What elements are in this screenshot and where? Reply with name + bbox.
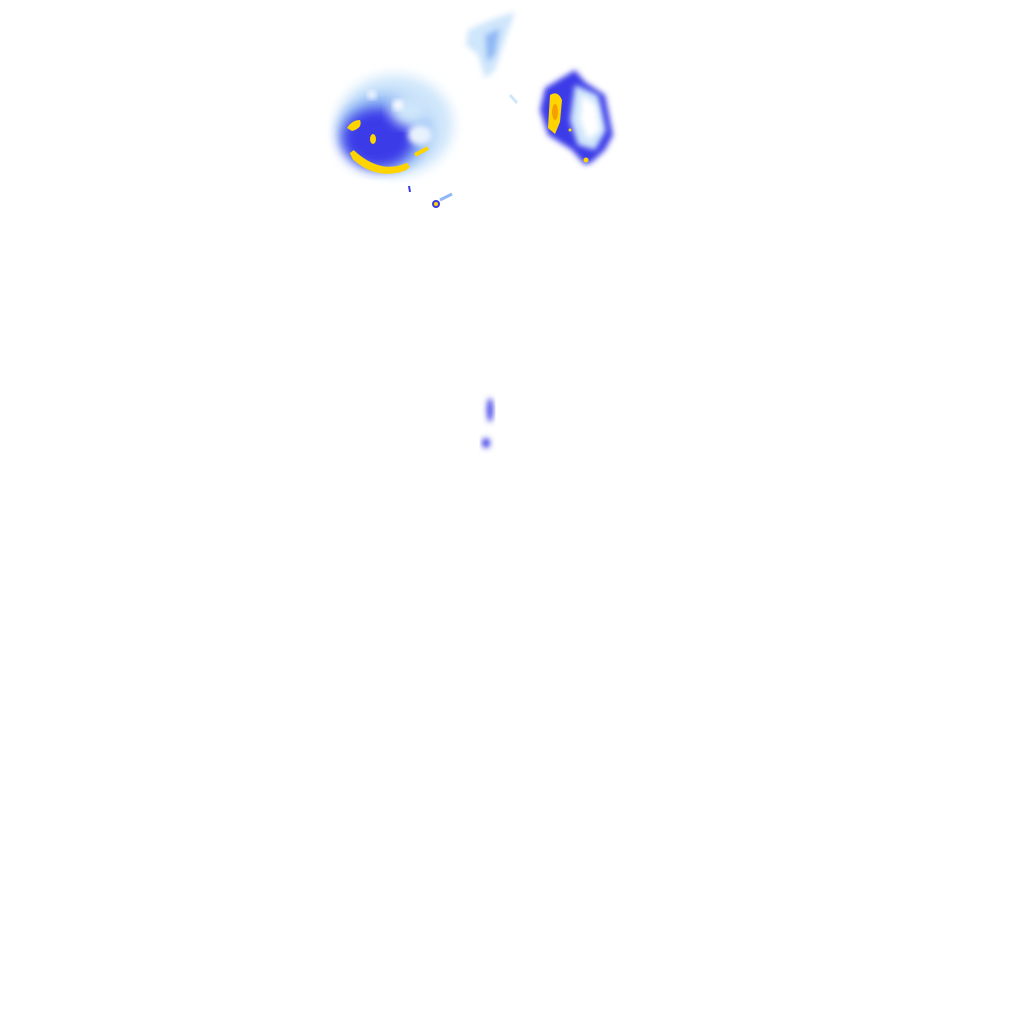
center-marks [482, 398, 493, 448]
left-region [337, 75, 453, 208]
upper-light-region [466, 12, 515, 78]
right-region [508, 70, 613, 165]
